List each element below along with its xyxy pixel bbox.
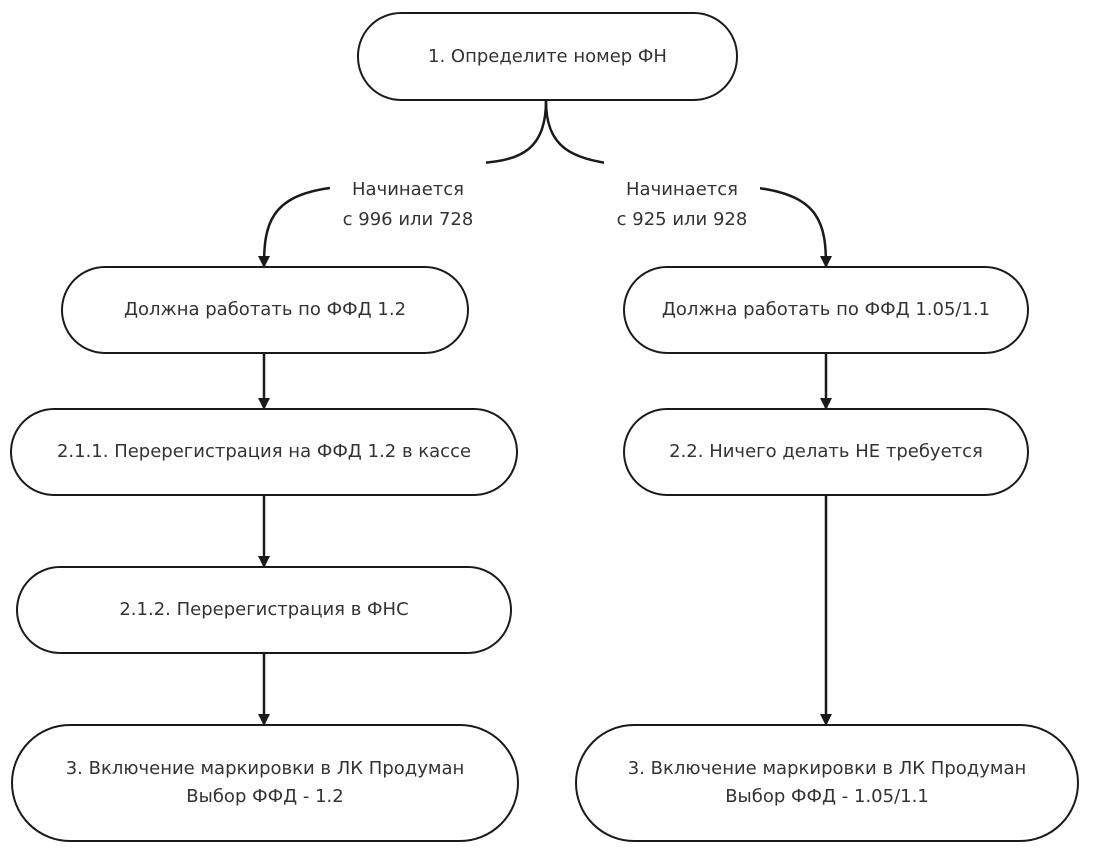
node-ffd12: Должна работать по ФФД 1.2 — [61, 266, 469, 354]
node-mark-right: 3. Включение маркировки в ЛК Продуман Вы… — [575, 724, 1079, 842]
edge-label-right-text: Начинается с 925 или 928 — [616, 179, 748, 230]
node-rereg-fns: 2.1.2. Перерегистрация в ФНС — [16, 566, 512, 654]
edge-start-to-ffd12 — [264, 100, 548, 266]
node-rereg-fns-label: 2.1.2. Перерегистрация в ФНС — [119, 599, 409, 620]
edge-label-left: Начинается с 996 или 728 — [330, 145, 486, 235]
edge-label-right: Начинается с 925 или 928 — [604, 145, 760, 235]
edge-start-to-ffd105 — [544, 100, 826, 266]
node-ffd105: Должна работать по ФФД 1.05/1.1 — [623, 266, 1029, 354]
node-start: 1. Определите номер ФН — [357, 12, 738, 101]
node-rereg-kkt: 2.1.1. Перерегистрация на ФФД 1.2 в касс… — [10, 408, 518, 496]
node-mark-left-label: 3. Включение маркировки в ЛК Продуман Вы… — [65, 758, 465, 807]
node-ffd12-label: Должна работать по ФФД 1.2 — [123, 299, 407, 320]
node-nothing: 2.2. Ничего делать НЕ требуется — [623, 408, 1029, 496]
node-nothing-label: 2.2. Ничего делать НЕ требуется — [669, 441, 983, 462]
edge-label-left-text: Начинается с 996 или 728 — [342, 179, 474, 230]
node-mark-left: 3. Включение маркировки в ЛК Продуман Вы… — [11, 724, 519, 842]
node-mark-right-label: 3. Включение маркировки в ЛК Продуман Вы… — [627, 758, 1027, 807]
node-rereg-kkt-label: 2.1.1. Перерегистрация на ФФД 1.2 в касс… — [56, 441, 472, 462]
node-ffd105-label: Должна работать по ФФД 1.05/1.1 — [661, 299, 991, 320]
node-start-label: 1. Определите номер ФН — [428, 45, 667, 67]
